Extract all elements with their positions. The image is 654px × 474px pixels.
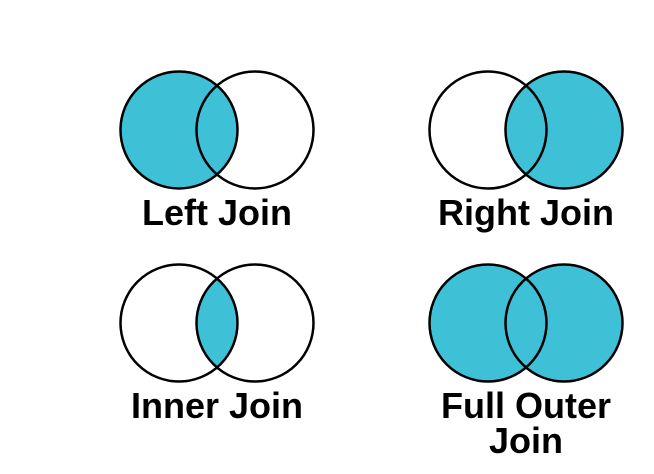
join-label-left-join: Left Join (142, 192, 292, 233)
left-circle-outline (119, 263, 239, 383)
venn-inner-join (119, 263, 315, 383)
right-circle-outline (195, 263, 315, 383)
right-circle-outline (504, 263, 624, 383)
diagram-inner-join: Inner Join (100, 261, 334, 426)
right-circle-outline (504, 70, 624, 190)
right-circle-outline (195, 70, 315, 190)
venn-right-join (428, 70, 624, 190)
intersection-fill (505, 264, 547, 382)
left-circle-outline (119, 70, 239, 190)
diagram-right-join: Right Join (409, 68, 643, 233)
left-circle-outline (428, 70, 548, 190)
diagram-left-join: Left Join (100, 68, 334, 233)
join-label-full-outer-join: Full Outer Join (441, 385, 611, 461)
left-circle-outline (428, 263, 548, 383)
venn-left-join (119, 70, 315, 190)
venn-full-outer-join (428, 263, 624, 383)
join-label-inner-join: Inner Join (130, 385, 304, 426)
intersection-fill (505, 71, 547, 189)
intersection-fill (196, 264, 238, 382)
join-label-right-join: Right Join (438, 192, 614, 233)
diagram-full-outer-join: Full Outer Join (409, 261, 643, 461)
intersection-fill (196, 71, 238, 189)
